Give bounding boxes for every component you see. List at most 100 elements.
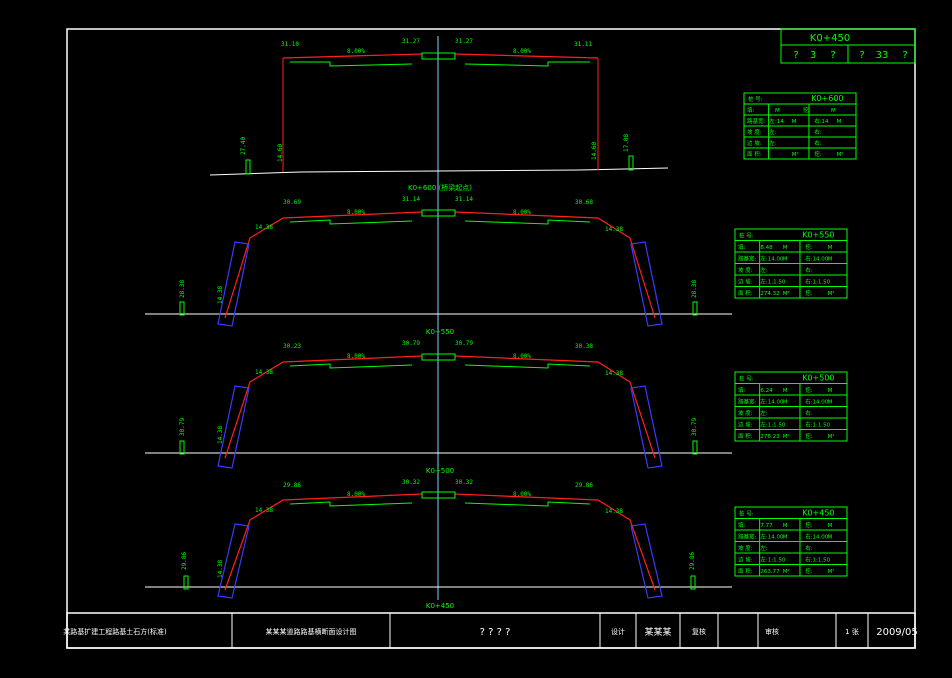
stake-post xyxy=(179,440,185,455)
table-cell: 7.77 xyxy=(760,523,773,529)
table-cell: M² xyxy=(828,290,835,297)
table-cell: M xyxy=(783,388,788,394)
slope-protection-right xyxy=(630,241,663,327)
side-label: 29.86 xyxy=(689,552,696,570)
table-cell: M xyxy=(775,108,780,114)
chainage-label: K0+600 (桥梁起点) xyxy=(408,183,472,192)
table-cell: K0+450 xyxy=(802,508,834,517)
table-cell: 面 积: xyxy=(738,290,753,297)
table-cell: 挖: xyxy=(805,289,813,297)
table-cell: 路基宽: xyxy=(738,532,757,540)
table-cell: 桩 号: xyxy=(739,509,754,517)
pavement-left xyxy=(289,363,413,369)
elev-label: 30.32 xyxy=(455,479,473,486)
title-block-top: K0+450 ? 3 ? ? 33 ? xyxy=(780,28,916,64)
slope-label: 8.00% xyxy=(347,491,365,498)
table-cell: 边 坡: xyxy=(738,420,753,428)
elev-label: 30.23 xyxy=(283,343,301,350)
elev-label: 31.27 xyxy=(455,38,473,45)
title-block-cell: 3 xyxy=(810,50,816,61)
pavement-right xyxy=(464,501,591,507)
table-cell: 右: xyxy=(814,139,822,147)
elev-label: 30.38 xyxy=(575,343,593,350)
table-cell: 挖: xyxy=(805,567,813,575)
table-cell: 面 积: xyxy=(747,151,762,158)
pavement-left xyxy=(289,501,413,507)
table-cell: 右:14.00 xyxy=(805,397,829,405)
pavement-left xyxy=(290,61,413,67)
side-label: 14.38 xyxy=(255,224,273,231)
title-block-bottom: 某路基扩建工程路基土石方(标准) 某某某道路路基横断面设计图 ? ? ? ? 设… xyxy=(63,612,918,649)
table-cell: 278.23 xyxy=(760,434,780,440)
role-check: 复核 xyxy=(692,627,706,636)
table-cell: 左:1:1.50 xyxy=(760,555,785,563)
stake-post xyxy=(692,440,698,455)
title-block-cell: ? xyxy=(902,50,907,61)
side-label: 28.38 xyxy=(179,280,186,298)
table-cell: 桩 号: xyxy=(739,231,754,239)
table-cell: 坡 度: xyxy=(738,266,753,274)
table-cell: 6.24 xyxy=(760,388,773,394)
slope-label: 8.00% xyxy=(513,209,531,216)
elev-label: 31.11 xyxy=(574,41,592,48)
role-design: 设计 xyxy=(611,627,625,636)
side-label: 14.38 xyxy=(255,507,273,514)
chainage-label: K0+500 xyxy=(426,467,454,475)
stake-post xyxy=(692,301,698,316)
table-cell: M xyxy=(783,256,788,262)
elev-label: 30.68 xyxy=(575,199,593,206)
slope-label: 8.00% xyxy=(347,209,365,216)
table-cell: M xyxy=(783,534,788,540)
pavement-right xyxy=(464,219,591,225)
title-block-cell: ? xyxy=(859,50,864,61)
table-cell: 坡 度: xyxy=(747,128,762,136)
table-cell: 左:1:1.50 xyxy=(760,420,785,428)
side-label: 27.40 xyxy=(240,137,247,155)
table-cell: M² xyxy=(828,568,835,575)
slope-protection-right xyxy=(630,523,663,599)
title-qmarks: ? ? ? ? xyxy=(480,627,511,638)
stake-post xyxy=(690,575,696,590)
table-cell: M xyxy=(783,245,788,251)
cross-section-k0450: 29.86 8.00% 30.32 30.32 8.00% 29.86 14.3… xyxy=(145,479,732,610)
side-label: 30.79 xyxy=(691,418,698,436)
embankment-right xyxy=(454,355,656,459)
designer-name: 某某某 xyxy=(644,627,671,638)
table-cell: M xyxy=(837,119,842,125)
median xyxy=(421,353,456,361)
side-label: 17.08 xyxy=(623,134,630,152)
slope-label: 8.00% xyxy=(513,491,531,498)
deck-right xyxy=(454,53,599,59)
table-cell: M xyxy=(828,388,833,394)
table-cell: 右:14.00 xyxy=(805,254,829,262)
side-label: 14.60 xyxy=(591,142,598,160)
table-cell: 右: xyxy=(814,128,822,136)
table-cell: K0+600 xyxy=(811,94,843,103)
table-cell: M xyxy=(828,245,833,251)
title-block-code: K0+450 xyxy=(810,33,850,44)
elev-label: 29.86 xyxy=(283,482,301,489)
table-cell: 8.48 xyxy=(760,245,773,251)
slope-protection-left xyxy=(217,523,250,599)
table-cell: 边 坡: xyxy=(738,277,753,285)
table-cell: 右:1:1.50 xyxy=(805,277,830,285)
table-cell: M xyxy=(828,399,833,405)
table-cell: 右: xyxy=(805,266,813,274)
stake-post xyxy=(183,575,189,590)
elev-label: 31.27 xyxy=(402,38,420,45)
title-block-cell: ? xyxy=(793,50,798,61)
table-cell: 坡 度: xyxy=(738,409,753,417)
table-cell: M² xyxy=(783,568,790,575)
elev-label: 30.79 xyxy=(455,340,473,347)
table-cell: K0+550 xyxy=(802,230,834,239)
table-cell: M² xyxy=(783,433,790,440)
slope-protection-right xyxy=(630,385,663,469)
embankment-left xyxy=(224,493,423,591)
table-cell: 左:1:1.50 xyxy=(760,277,785,285)
title-block-cell: ? xyxy=(830,50,835,61)
pavement-left xyxy=(289,219,413,225)
elev-label: 30.69 xyxy=(283,199,301,206)
slope-label: 8.00% xyxy=(347,353,365,360)
